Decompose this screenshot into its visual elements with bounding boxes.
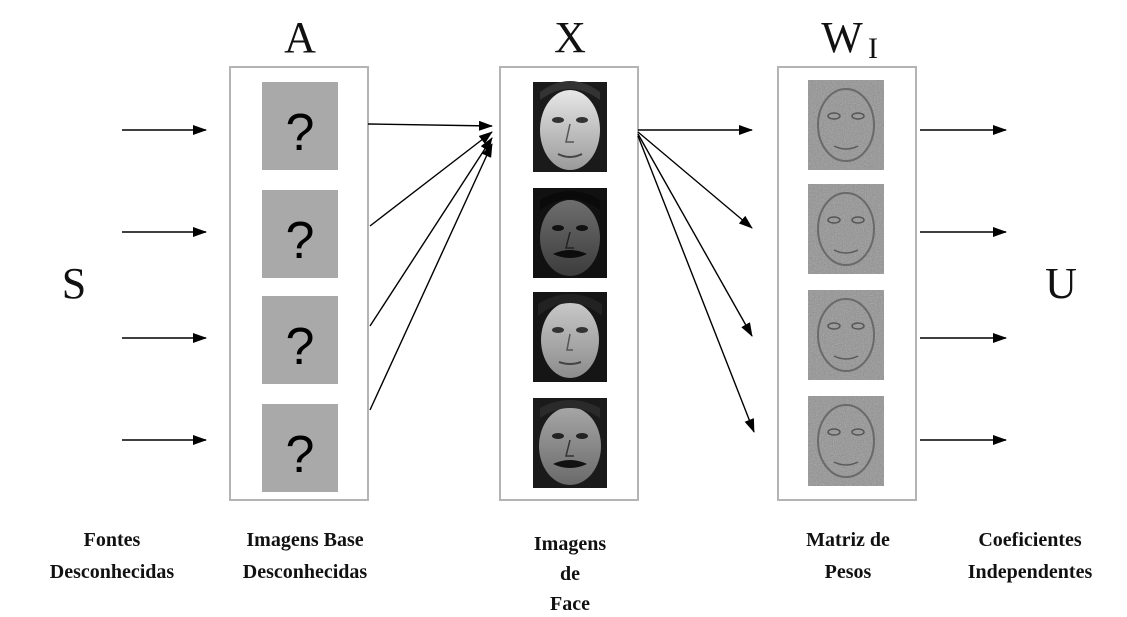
caption-line: Imagens Base — [246, 529, 363, 551]
caption-line: de — [560, 563, 580, 585]
label-s: S — [62, 259, 86, 308]
arrow-icon — [369, 131, 493, 227]
question-mark: ? — [286, 212, 315, 270]
question-mark: ? — [286, 426, 315, 484]
output-arrows — [920, 125, 1007, 445]
caption-matriz: Matriz de Pesos — [806, 529, 890, 583]
face-photo-2 — [533, 188, 607, 278]
unknown-base-image-4: ? — [262, 404, 338, 492]
label-w-subscript: I — [868, 32, 878, 65]
label-w: W — [821, 13, 863, 62]
arrow-icon — [637, 135, 755, 433]
source-arrows — [122, 125, 207, 445]
weight-image-2 — [808, 184, 884, 274]
caption-line: Matriz de — [806, 529, 890, 551]
face-photo-1 — [533, 81, 607, 172]
label-u: U — [1045, 259, 1077, 308]
question-mark: ? — [286, 318, 315, 376]
caption-line: Desconhecidas — [50, 561, 175, 583]
caption-line: Fontes — [84, 529, 141, 551]
weight-image-3 — [808, 290, 884, 380]
arrow-icon — [367, 120, 493, 131]
caption-line: Coeficientes — [978, 529, 1082, 551]
weight-image-4 — [808, 396, 884, 486]
caption-coeficientes: Coeficientes Independentes — [968, 529, 1093, 583]
label-x: X — [554, 13, 586, 62]
arrow-icon — [637, 131, 753, 229]
unknown-base-image-2: ? — [262, 190, 338, 278]
face-photo-4 — [533, 398, 607, 488]
label-a: A — [284, 13, 316, 62]
mixing-arrows — [367, 120, 493, 411]
caption-imagens-base: Imagens Base Desconhecidas — [243, 529, 368, 583]
caption-line: Independentes — [968, 561, 1093, 583]
unknown-base-image-1: ? — [262, 82, 338, 170]
caption-imagens-face: Imagens de Face — [534, 533, 606, 615]
unknown-base-image-3: ? — [262, 296, 338, 384]
caption-fontes: Fontes Desconhecidas — [50, 529, 175, 583]
caption-line: Face — [550, 593, 590, 615]
face-photo-3 — [533, 292, 607, 382]
arrow-icon — [637, 133, 753, 337]
caption-line: Desconhecidas — [243, 561, 368, 583]
arrow-icon — [369, 137, 493, 327]
caption-line: Pesos — [825, 561, 872, 583]
question-mark: ? — [286, 104, 315, 162]
weight-image-1 — [808, 80, 884, 170]
arrow-icon — [369, 143, 493, 411]
separation-arrows — [637, 125, 755, 433]
caption-line: Imagens — [534, 533, 606, 555]
